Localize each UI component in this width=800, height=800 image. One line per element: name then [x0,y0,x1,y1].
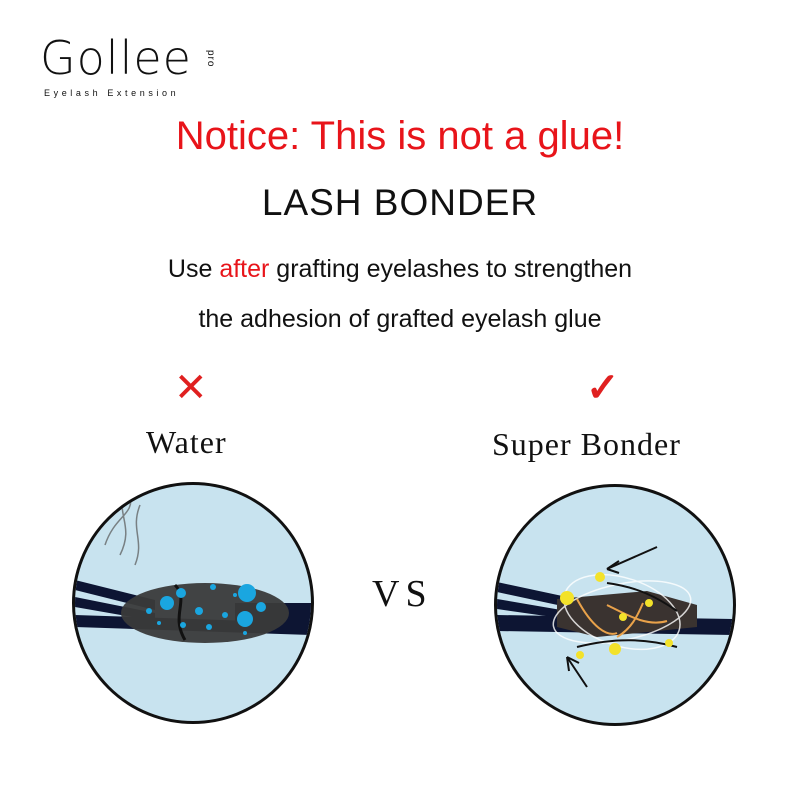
water-label: Water [146,424,227,460]
description-highlight: after [219,255,270,283]
description-prefix: Use [167,255,220,283]
brand-tagline: Eyelash Extension [44,88,180,98]
bonder-lash-diagram-icon [497,546,733,688]
check-icon: ✓ [586,366,620,410]
vs-separator: VS [372,573,433,615]
notice-heading: Notice: This is not a glue! [175,114,625,158]
description-line-2: the adhesion of grafted eyelash glue [198,305,602,333]
water-lash-diagram-icon [75,489,311,643]
super-bonder-illustration [494,484,736,726]
description-suffix: grafting eyelashes to strengthen [269,255,633,283]
product-title: LASH BONDER [261,182,539,223]
cross-icon: ✕ [174,366,208,410]
brand-badge: pro [205,50,216,68]
brand-name: Gollee [40,31,192,85]
brand-logo: Gollee pro Eyelash Extension [40,32,240,102]
description-line-1: Use after grafting eyelashes to strength… [0,254,800,284]
water-illustration [72,482,314,724]
super-bonder-label: Super Bonder [492,426,681,462]
